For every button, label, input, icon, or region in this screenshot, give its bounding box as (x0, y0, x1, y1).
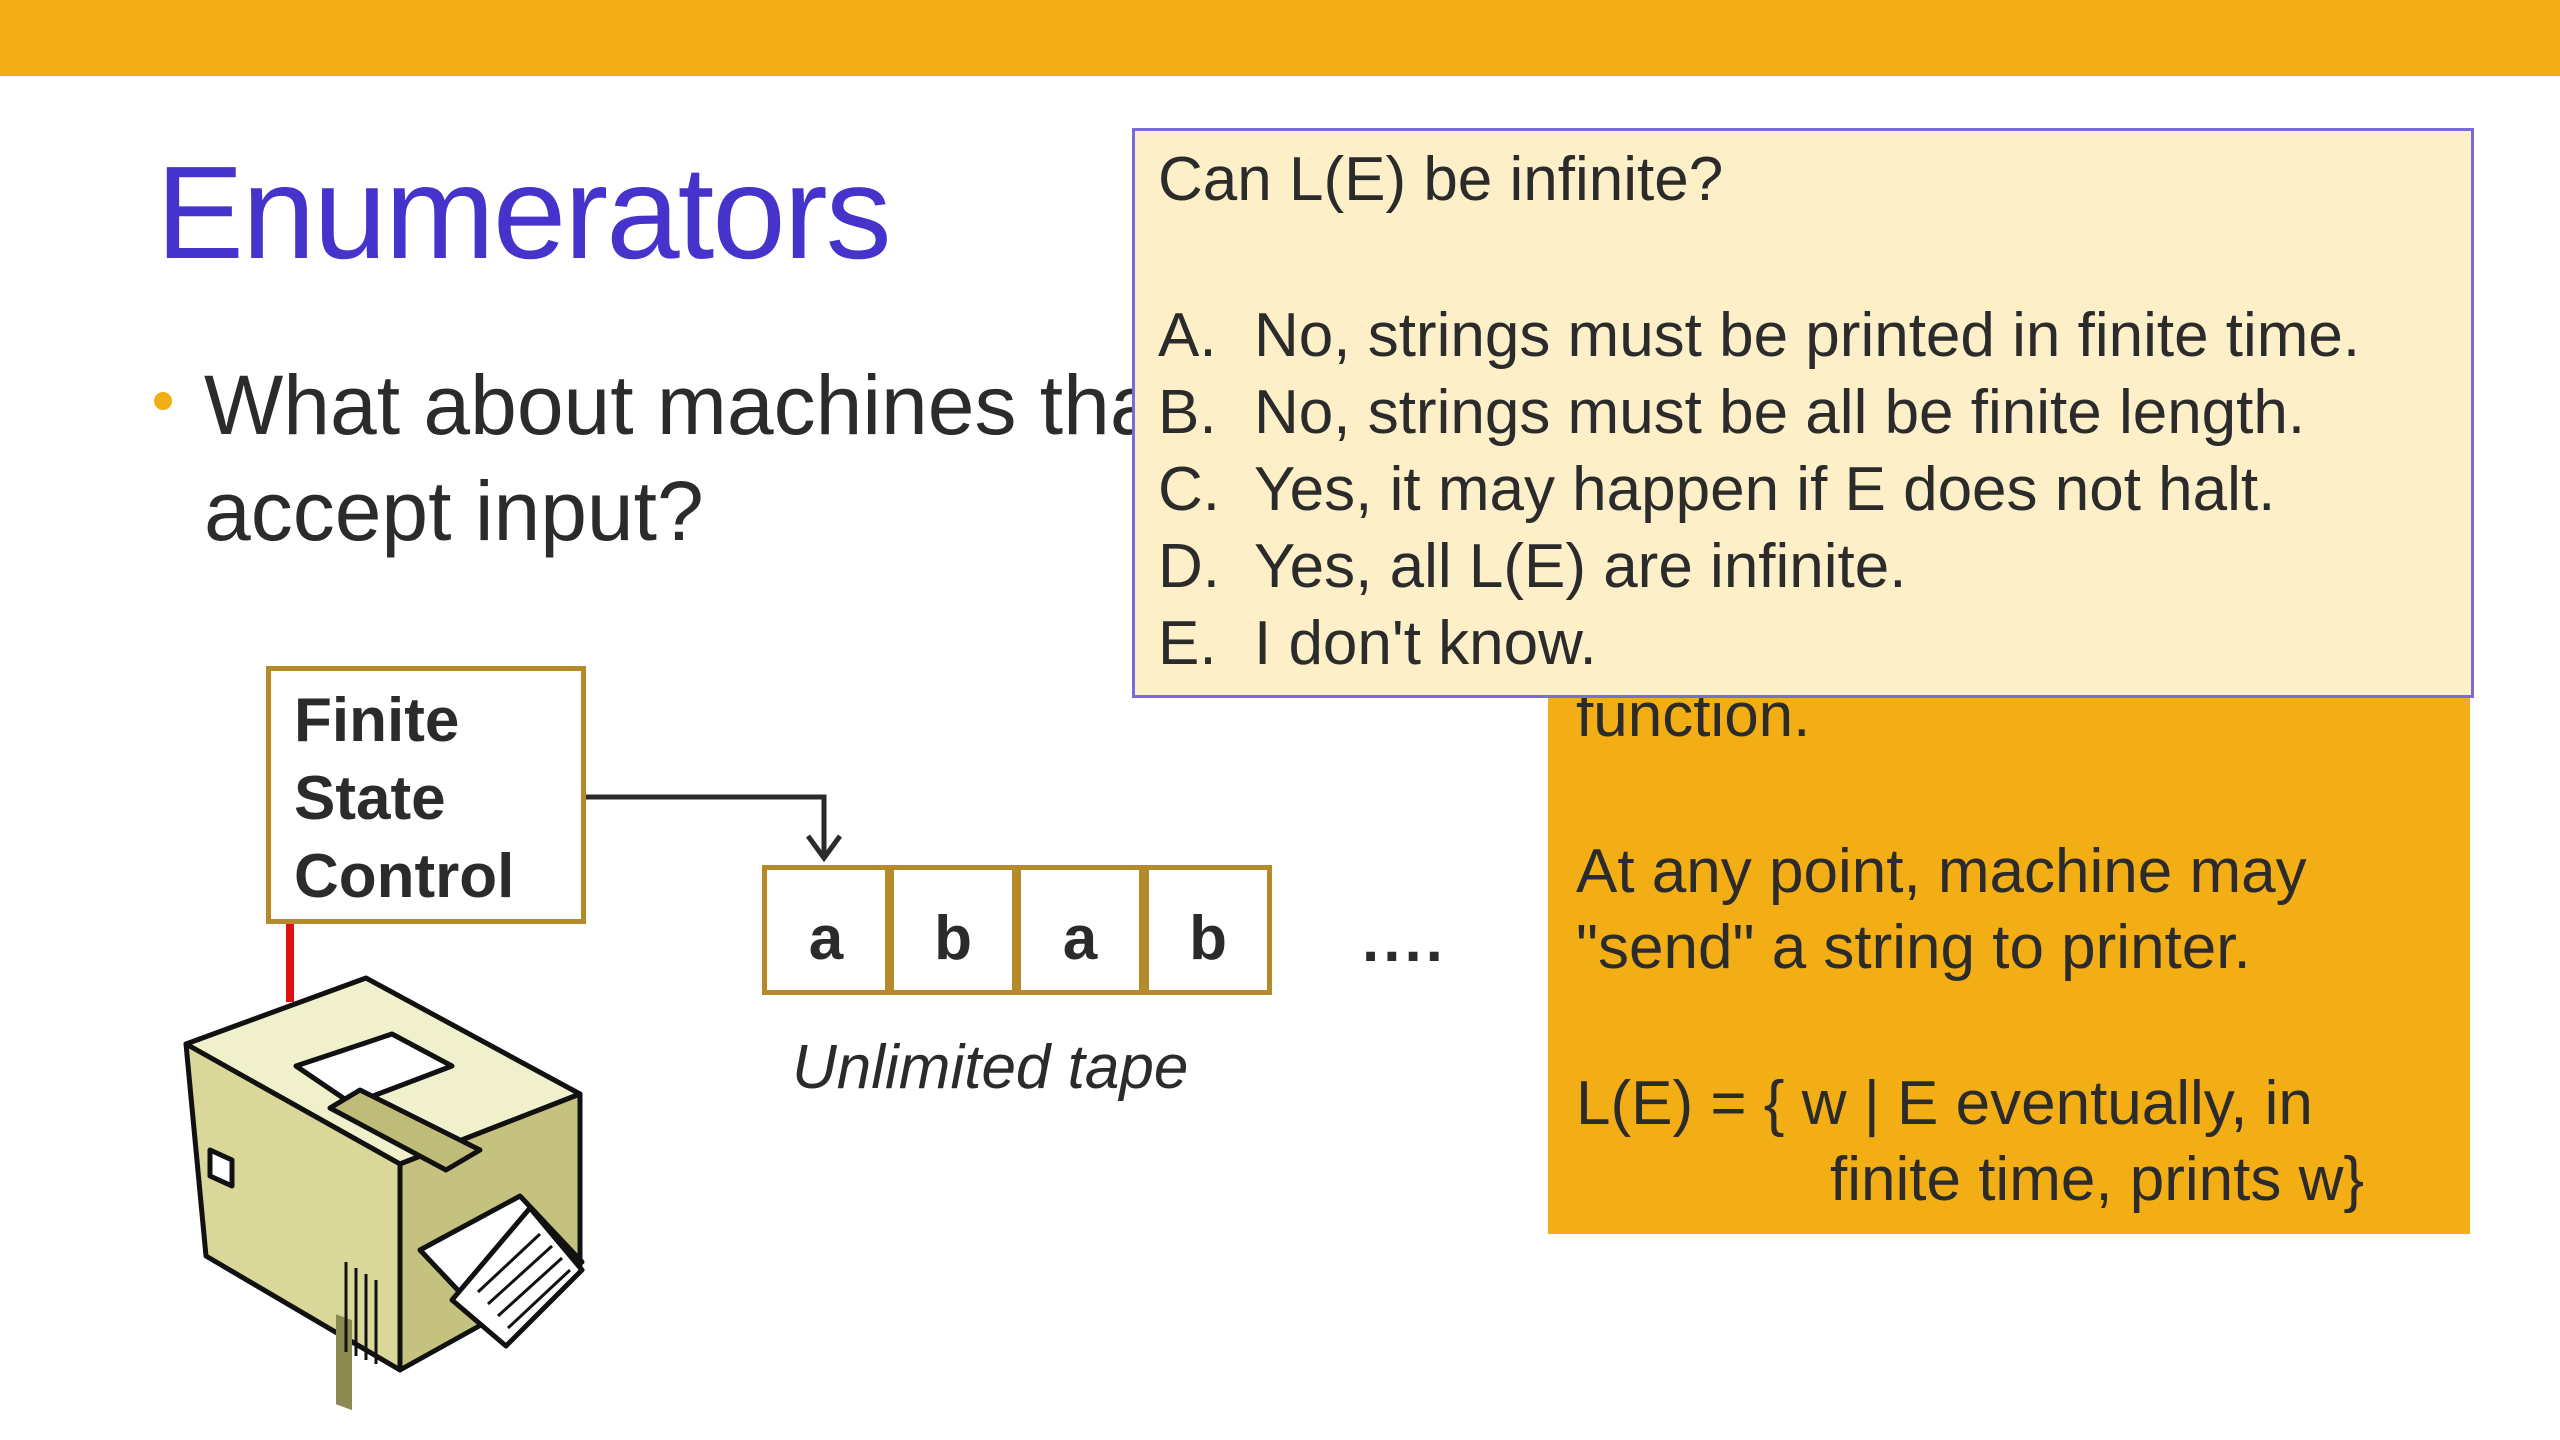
tape-cell: b (889, 865, 1017, 995)
quiz-option-e[interactable]: E. I don't know. (1158, 608, 1597, 679)
panel-line: L(E) = { w | E eventually, in (1576, 1069, 2313, 1138)
definition-panel (1548, 640, 2470, 1234)
quiz-popup (1132, 128, 2474, 698)
slide-title: Enumerators (156, 139, 892, 286)
control-to-tape-connector (586, 794, 827, 856)
option-text: Yes, all L(E) are infinite. (1254, 532, 1907, 601)
arrow-down-icon (805, 834, 843, 863)
quiz-option-c[interactable]: C. Yes, it may happen if E does not halt. (1158, 454, 2275, 525)
tape-cell: a (1016, 865, 1144, 995)
quiz-option-a[interactable]: A. No, strings must be printed in finite … (1158, 300, 2360, 371)
finite-state-control-box (266, 666, 586, 924)
tape-cell: b (1144, 865, 1272, 995)
finite-state-control-label: Finite State Control (294, 686, 515, 911)
option-key: D. (1158, 532, 1220, 601)
option-key: C. (1158, 455, 1220, 524)
panel-line: "send" a string to printer. (1576, 913, 2251, 982)
option-text: I don't know. (1254, 609, 1597, 678)
quiz-option-b[interactable]: B. No, strings must be all be finite leng… (1158, 377, 2305, 448)
quiz-option-d[interactable]: D. Yes, all L(E) are infinite. (1158, 531, 1906, 602)
option-key: A. (1158, 301, 1217, 370)
panel-line: At any point, machine may (1576, 837, 2307, 906)
option-key: B. (1158, 378, 1217, 447)
panel-line: finite time, prints w} (1830, 1145, 2365, 1214)
option-text: No, strings must be all be finite length… (1254, 378, 2306, 447)
tape-label: Unlimited tape (792, 1033, 1189, 1102)
option-text: No, strings must be printed in finite ti… (1254, 301, 2361, 370)
top-accent-bar (0, 0, 2560, 76)
printer-icon (183, 975, 585, 1411)
bullet-dot (154, 392, 172, 410)
option-text: Yes, it may happen if E does not halt. (1254, 455, 2276, 524)
quiz-question: Can L(E) be infinite? (1158, 145, 1724, 214)
option-key: E. (1158, 609, 1217, 678)
tape-ellipsis: .... (1362, 906, 1447, 975)
tape-cell: a (762, 865, 890, 995)
